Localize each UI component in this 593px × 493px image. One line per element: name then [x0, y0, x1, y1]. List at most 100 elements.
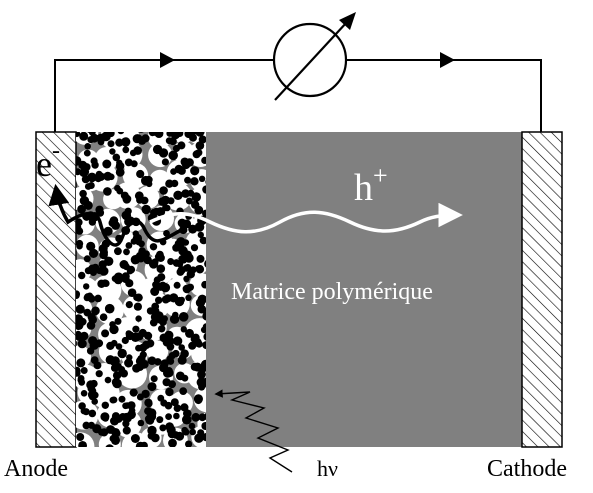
- donor-particle: [190, 177, 199, 186]
- donor-particle: [90, 133, 99, 143]
- donor-particle: [203, 332, 206, 341]
- donor-particle: [200, 359, 206, 370]
- donor-particle: [196, 254, 205, 263]
- donor-particle: [147, 382, 157, 392]
- donor-particle: [86, 347, 95, 355]
- donor-particle: [78, 378, 86, 386]
- donor-particle: [182, 264, 191, 272]
- donor-particle: [87, 182, 95, 189]
- donor-particle: [117, 348, 127, 359]
- donor-particle: [173, 190, 183, 200]
- donor-particle: [181, 189, 190, 198]
- donor-particle: [133, 302, 142, 311]
- donor-particle: [172, 336, 183, 346]
- donor-particle: [91, 307, 100, 316]
- donor-particle: [123, 248, 130, 256]
- donor-particle: [103, 171, 113, 181]
- donor-particle: [94, 294, 102, 303]
- donor-particle: [89, 268, 97, 276]
- donor-particle: [179, 353, 187, 362]
- donor-particle: [185, 197, 193, 205]
- donor-particle: [165, 413, 173, 420]
- donor-particle: [76, 358, 86, 368]
- donor-particle: [154, 358, 162, 366]
- donor-particle: [202, 311, 206, 321]
- donor-particle: [76, 304, 85, 314]
- donor-particle: [79, 168, 89, 178]
- donor-particle: [204, 260, 206, 268]
- donor-particle: [144, 175, 153, 184]
- donor-particle: [168, 150, 178, 161]
- donor-particle: [81, 175, 90, 184]
- donor-particle: [87, 132, 94, 134]
- donor-particle: [182, 284, 192, 294]
- donor-particle: [156, 253, 165, 262]
- donor-particle: [184, 176, 192, 184]
- donor-particle: [86, 321, 96, 330]
- donor-particle: [147, 408, 157, 418]
- donor-particle: [171, 431, 180, 439]
- donor-particle: [103, 226, 113, 236]
- donor-particle: [80, 390, 88, 397]
- donor-particle: [76, 320, 84, 330]
- donor-particle: [155, 207, 166, 217]
- current-arrow-right: [440, 52, 455, 68]
- donor-particle: [160, 399, 168, 407]
- donor-particle: [97, 279, 106, 288]
- donor-particle: [138, 240, 145, 248]
- donor-particle: [78, 271, 86, 280]
- donor-particle: [84, 143, 91, 150]
- donor-particle: [158, 325, 166, 333]
- donor-particle: [79, 189, 87, 198]
- donor-particle: [125, 242, 133, 249]
- donor-particle: [115, 167, 125, 177]
- donor-particle: [112, 364, 120, 372]
- variable-ammeter-icon: [272, 12, 356, 101]
- acceptor-domain: [189, 273, 206, 297]
- hole-transport-arrow: [149, 202, 463, 234]
- donor-particle: [117, 132, 125, 135]
- donor-particle: [114, 414, 123, 423]
- donor-particle: [140, 196, 149, 205]
- donor-particle: [136, 393, 144, 401]
- donor-particle: [154, 132, 164, 138]
- donor-particle: [135, 344, 142, 352]
- donor-particle: [172, 259, 181, 267]
- photon-label: hν: [317, 456, 338, 481]
- donor-particle: [99, 313, 108, 322]
- donor-particle: [130, 160, 138, 168]
- donor-particle: [114, 247, 122, 256]
- wavy-photon-arrow-icon: [214, 389, 293, 473]
- donor-particle: [77, 339, 87, 349]
- donor-particle: [182, 219, 192, 229]
- donor-particle: [109, 357, 119, 366]
- donor-particle: [156, 416, 164, 424]
- donor-particle: [107, 140, 115, 148]
- donor-particle: [88, 409, 97, 418]
- donor-particle: [103, 187, 112, 196]
- donor-particle: [143, 256, 152, 265]
- donor-particle: [76, 242, 83, 250]
- donor-particle: [173, 404, 182, 413]
- donor-particle: [129, 388, 138, 397]
- donor-particle: [174, 164, 184, 174]
- cathode-electrode: [521, 131, 563, 448]
- donor-particle: [101, 329, 110, 338]
- donor-particle: [150, 313, 159, 321]
- donor-particle: [202, 323, 206, 330]
- donor-particle: [144, 331, 153, 340]
- donor-particle: [173, 412, 180, 420]
- donor-particle: [169, 137, 177, 146]
- donor-particle: [153, 276, 161, 284]
- acceptor-domain: [149, 169, 171, 191]
- electron-label: e-: [36, 138, 60, 184]
- donor-particle: [95, 170, 103, 178]
- cathode-label: Cathode: [487, 456, 567, 482]
- donor-particle: [191, 412, 201, 422]
- donor-particle: [109, 396, 117, 404]
- donor-particle: [182, 428, 190, 436]
- donor-particle: [124, 207, 132, 215]
- donor-particle: [198, 376, 205, 383]
- donor-particle: [83, 294, 91, 302]
